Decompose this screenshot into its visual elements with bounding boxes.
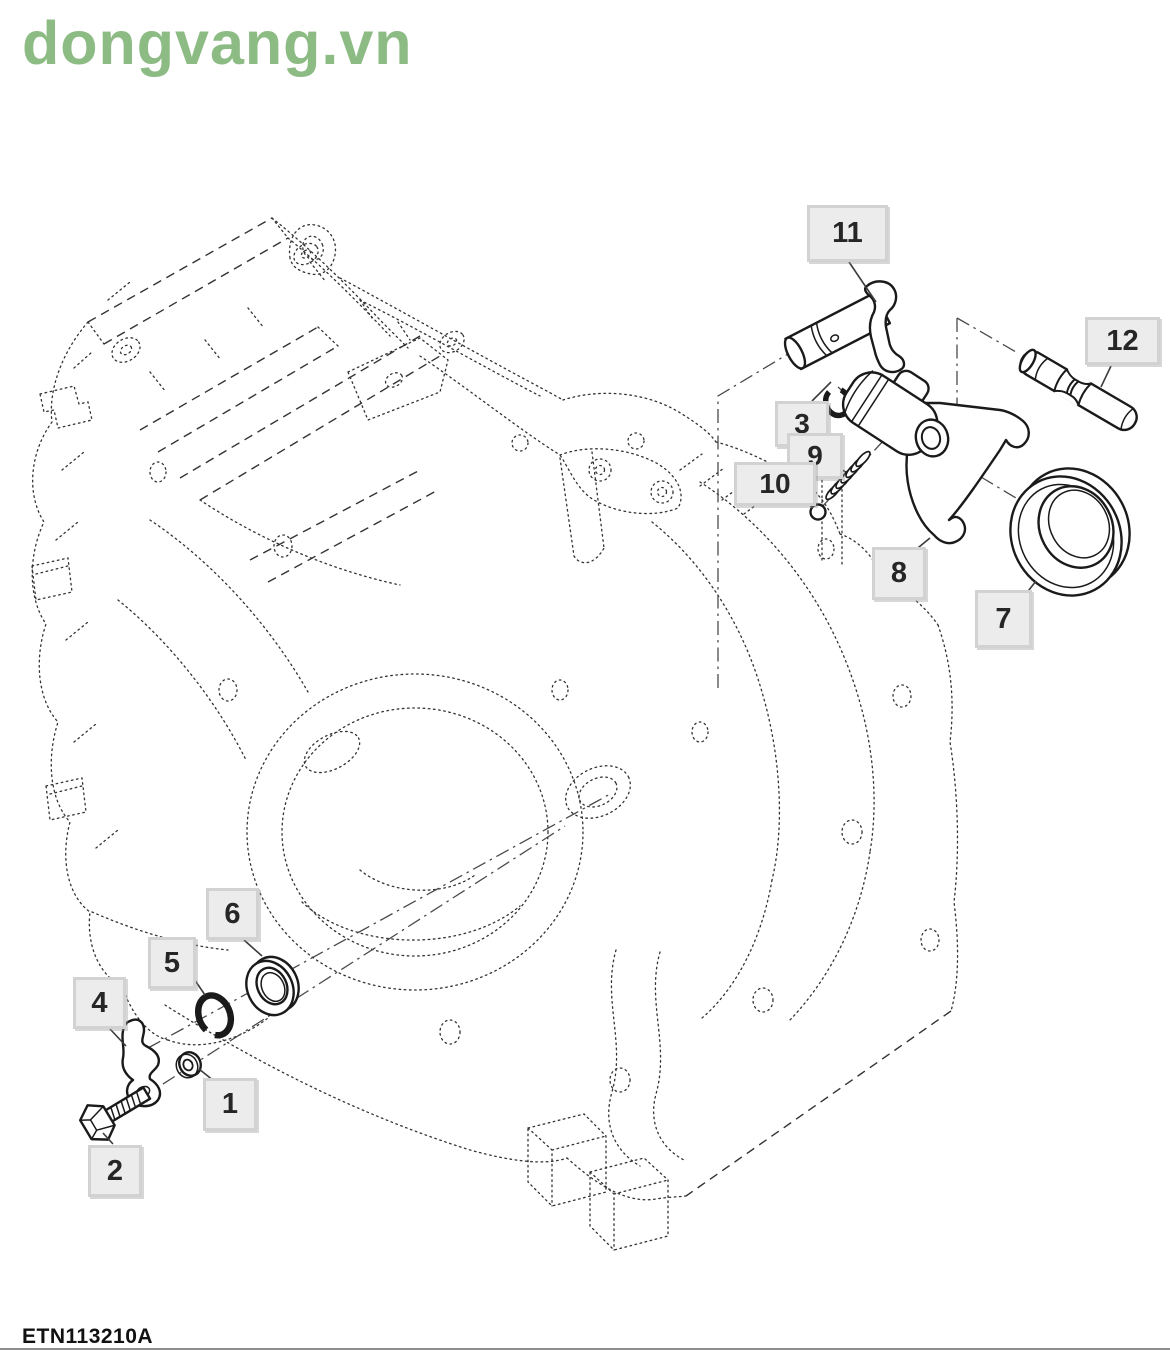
leader-3 [811,381,832,402]
callout-8[interactable]: 8 [872,547,926,600]
part-spring-9 [825,450,871,501]
callout-6[interactable]: 6 [206,888,259,940]
leader-12 [1100,365,1112,388]
axis-pin-12 [956,317,1017,353]
leader-2 [102,1132,114,1145]
leader-lines [102,261,1112,1145]
axis-bolt-washer [95,825,566,1128]
part-pin-12 [1018,348,1138,432]
figure-code: ETN113210A [22,1325,154,1348]
part-washer-1 [175,1051,202,1079]
callout-1[interactable]: 1 [203,1078,257,1131]
callout-12[interactable]: 12 [1085,317,1160,365]
callout-10[interactable]: 10 [734,462,816,506]
callout-2[interactable]: 2 [88,1145,142,1197]
case-cover-outline [87,217,465,583]
watermark: dongvang.vn [22,9,413,77]
callout-5[interactable]: 5 [148,937,196,989]
leader-4 [109,1028,127,1047]
part-collar-7 [1009,467,1131,597]
part-shaft-11 [783,280,906,374]
axis-collar-7 [980,476,1032,508]
part-clip-4 [121,1018,162,1108]
leader-11 [848,261,877,303]
bottom-rule [0,1348,1170,1350]
part-seal-6 [245,955,300,1017]
part-snap-ring-5 [195,992,235,1039]
case-interior-details [91,355,940,1093]
callout-4[interactable]: 4 [73,977,126,1029]
part-ball-10 [809,503,827,521]
callout-7[interactable]: 7 [975,590,1032,648]
axis-shaft-11 [717,350,794,688]
part-fork-8 [841,369,1030,545]
callout-11[interactable]: 11 [807,205,888,262]
leader-6 [243,939,263,957]
part-bolt-2 [78,1086,152,1141]
shift-lever [863,280,906,374]
